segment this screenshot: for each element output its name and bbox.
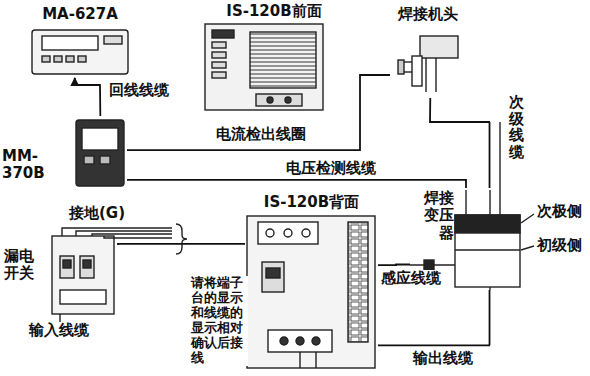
cable — [75, 78, 101, 116]
cable-label: 接地(G) — [68, 205, 126, 222]
cable-label: 次极侧 — [536, 203, 583, 220]
device-drawings — [32, 24, 534, 368]
cable — [430, 98, 490, 188]
cable-label: 电流检出线圈 — [215, 126, 307, 143]
controller-unit: MA-627A — [28, 6, 132, 78]
monitor-unit: MM-370B — [0, 116, 127, 192]
cable — [378, 290, 490, 345]
power-unit-front: IS-120B前面 — [203, 3, 345, 112]
power-unit-back: IS-120B背面 — [245, 194, 378, 372]
cable-label: 次级线缆 — [508, 94, 525, 160]
cable-label: 输入线缆 — [28, 322, 90, 339]
wiring-note: 请将端子台的显示和线缆的显示相对确认后接线 — [190, 276, 248, 366]
cable-label: 输出线缆 — [412, 350, 474, 367]
leakage-breaker: 漏电开关 — [4, 232, 118, 318]
device-name: MA-627A — [28, 6, 132, 23]
cable — [378, 264, 410, 267]
device-name: IS-120B前面 — [203, 3, 345, 20]
cable — [127, 180, 466, 188]
cable-label: 回线线缆 — [108, 82, 170, 99]
cable-label: 感应线缆 — [380, 270, 442, 287]
cable — [118, 244, 245, 245]
device-name: IS-120B背面 — [245, 194, 378, 211]
device-name: 焊接变压器 — [410, 190, 454, 242]
device-name: MM-370B — [2, 148, 76, 183]
welding-head: 焊接机头 — [390, 6, 466, 98]
cable-label: 初级侧 — [536, 237, 583, 254]
cable-label: 电压检测线缆 — [285, 160, 377, 177]
device-name: 漏电开关 — [4, 248, 40, 283]
device-name: 焊接机头 — [390, 6, 466, 23]
